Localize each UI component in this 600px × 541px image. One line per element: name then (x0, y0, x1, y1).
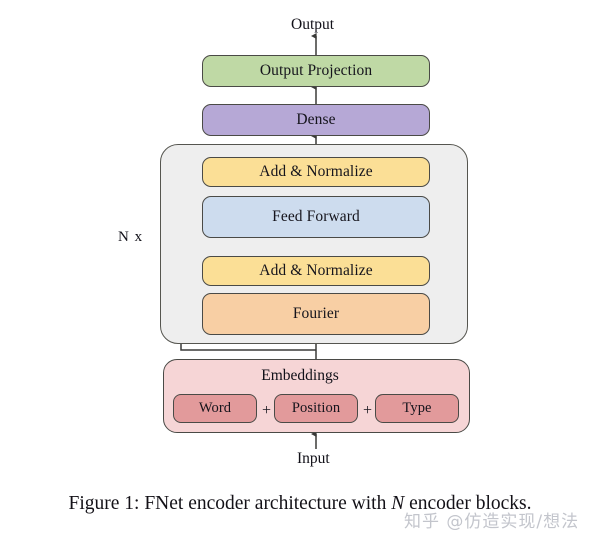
embeddings-title: Embeddings (261, 367, 339, 384)
node-fourier-label: Fourier (292, 305, 340, 323)
node-output-projection-label: Output Projection (259, 62, 373, 80)
node-embedding-word: Word (173, 394, 257, 423)
output-label: Output (291, 16, 335, 33)
embeddings-plus-1: + (262, 402, 272, 419)
caption-prefix: Figure 1: FNet encoder architecture with (68, 493, 392, 514)
node-feed-forward-label: Feed Forward (272, 208, 360, 226)
figure-caption: Figure 1: FNet encoder architecture with… (0, 493, 600, 515)
watermark-text: 知乎 @仿造实现/想法 (404, 511, 580, 532)
caption-math-symbol: N (391, 493, 405, 514)
node-output-projection: Output Projection (202, 55, 430, 87)
input-label: Input (297, 450, 330, 467)
node-embedding-word-label: Word (198, 400, 232, 417)
node-embedding-position: Position (274, 394, 358, 423)
node-add-normalize-top: Add & Normalize (202, 157, 430, 187)
node-embedding-type: Type (375, 394, 459, 423)
node-feed-forward: Feed Forward (202, 196, 430, 238)
node-dense-label: Dense (296, 111, 336, 129)
node-add-normalize-bottom: Add & Normalize (202, 256, 430, 286)
node-add-normalize-top-label: Add & Normalize (259, 163, 373, 181)
caption-suffix: encoder blocks. (404, 493, 532, 514)
node-fourier: Fourier (202, 293, 430, 335)
embeddings-plus-2: + (363, 402, 373, 419)
node-add-normalize-bottom-label: Add & Normalize (259, 262, 373, 280)
node-dense: Dense (202, 104, 430, 136)
repeat-count-label: N x (118, 229, 144, 245)
node-embedding-position-label: Position (291, 400, 341, 417)
node-embedding-type-label: Type (402, 400, 432, 417)
